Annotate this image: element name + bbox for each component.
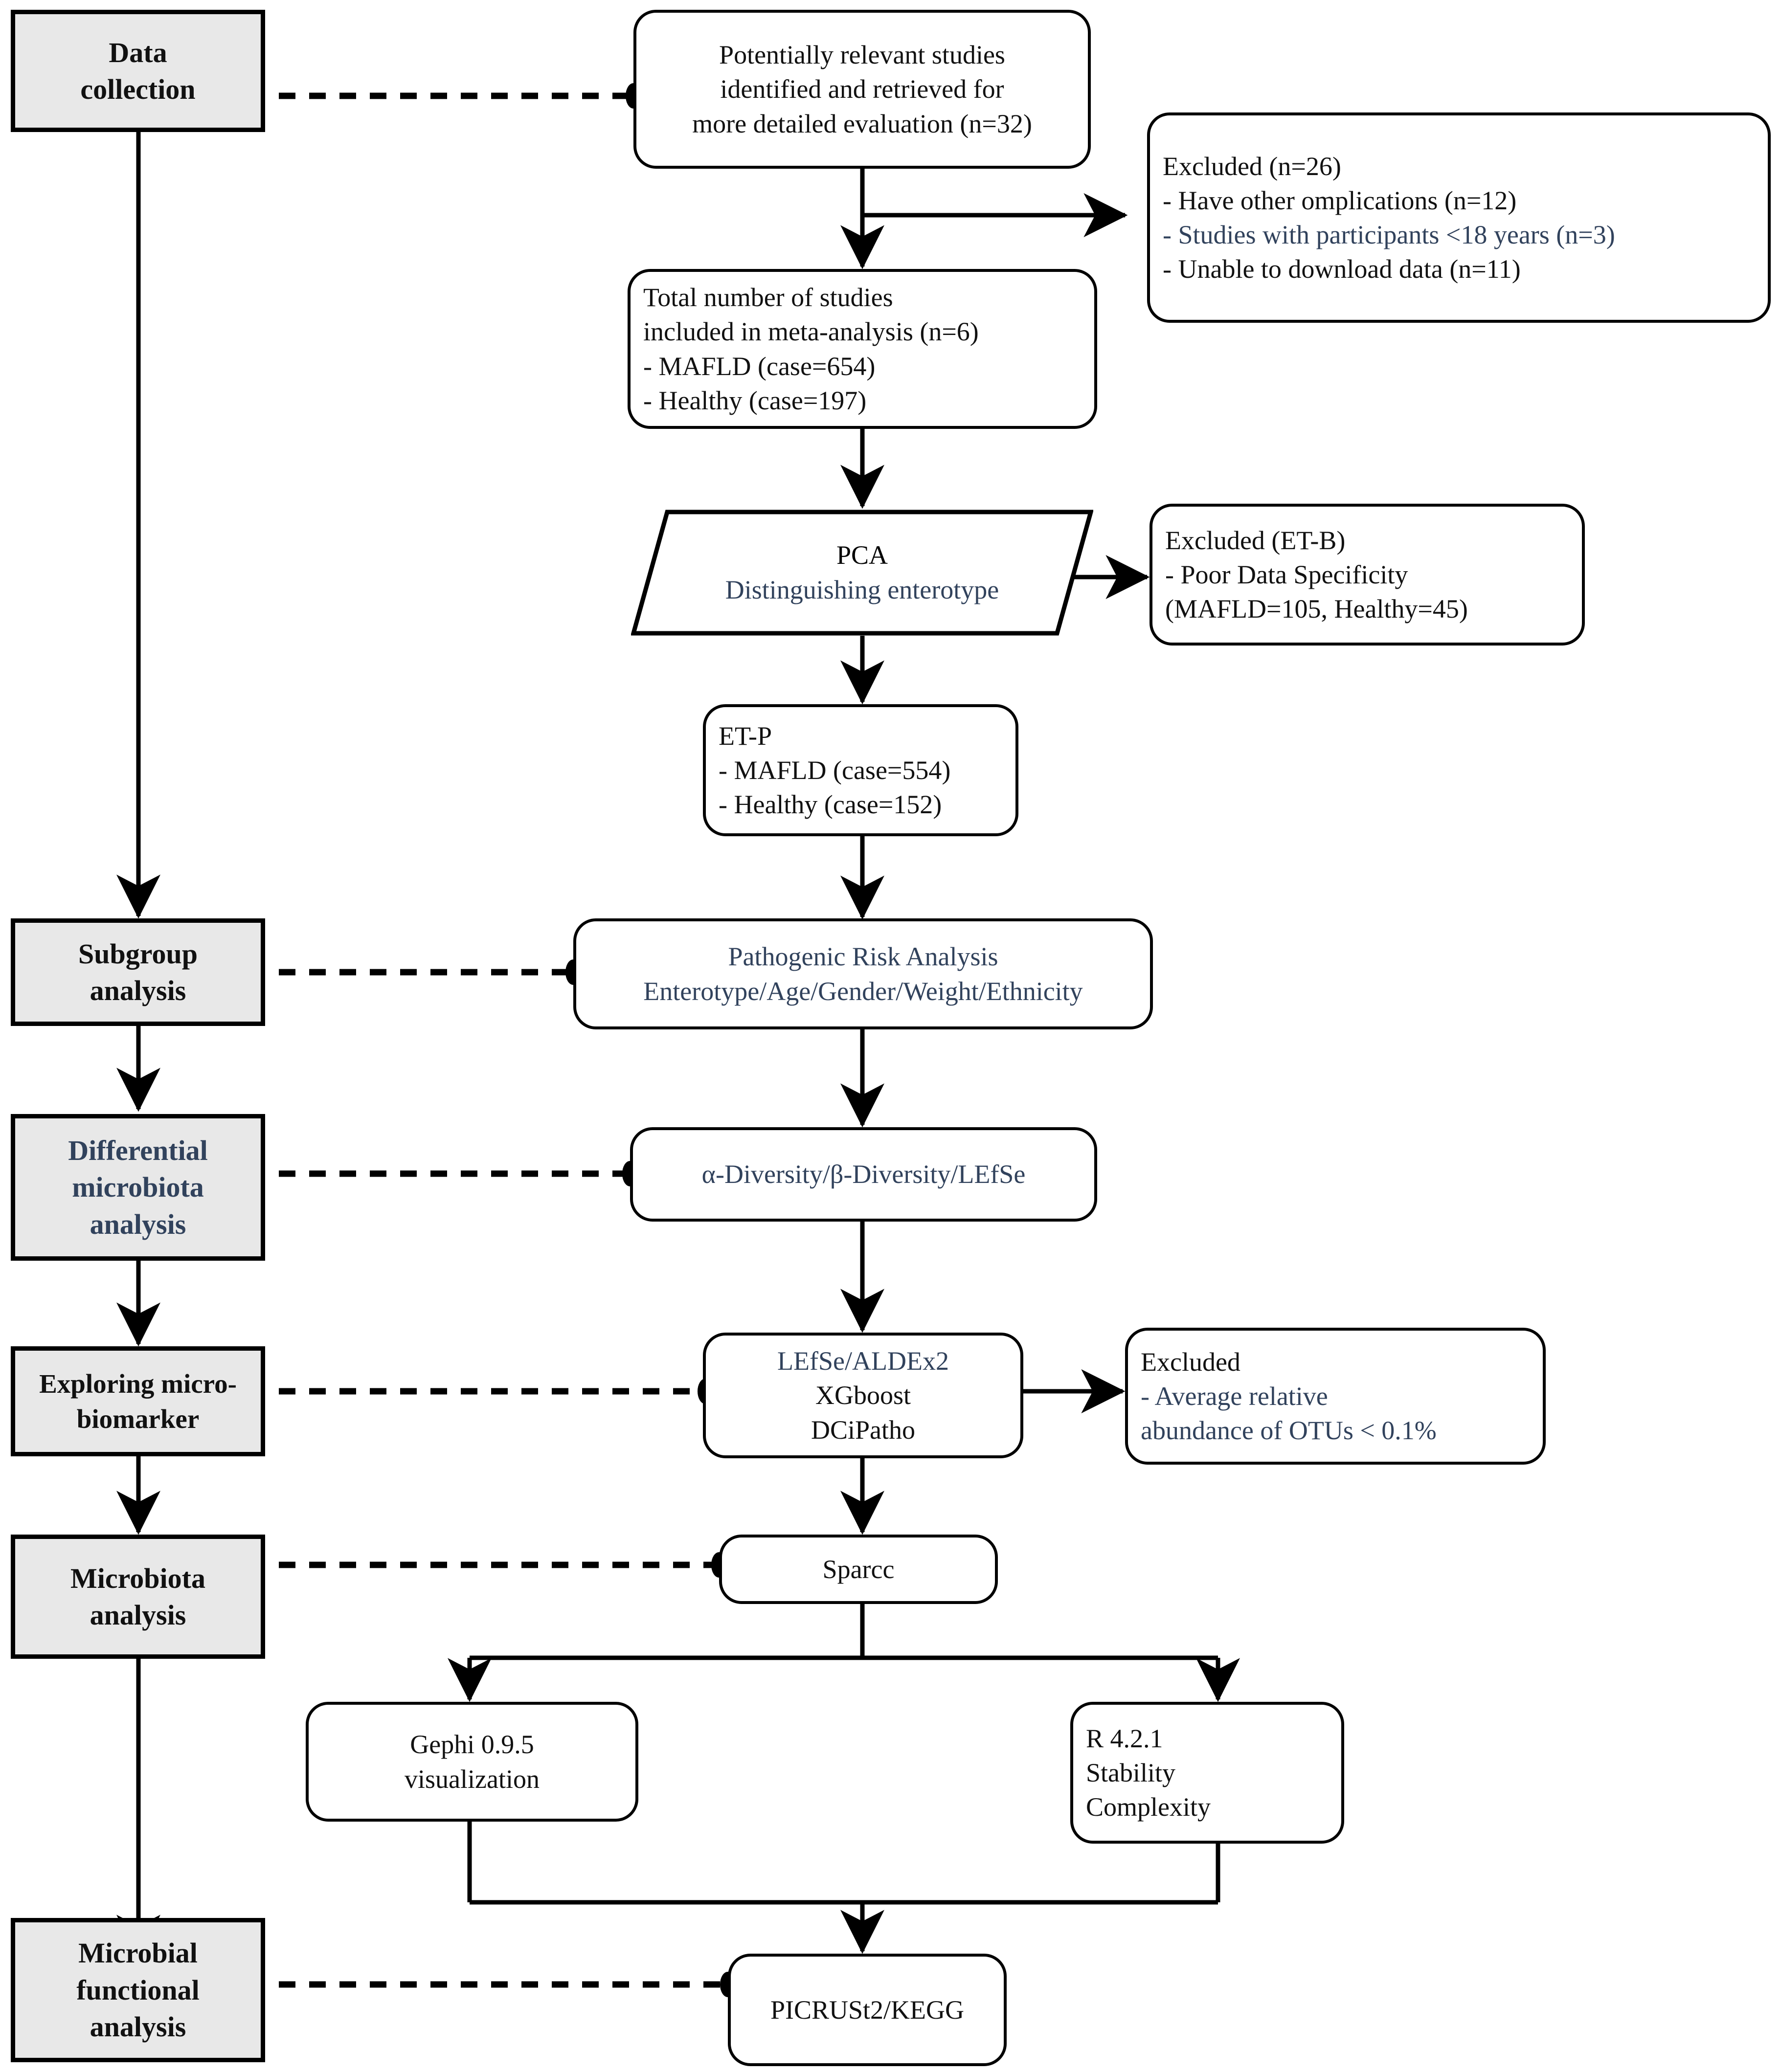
node-line: ET-P [719,721,772,751]
stage-label-line: biomarker [76,1404,200,1434]
node-line: PCA [836,540,888,570]
stage-box-exploring-micro-biomarker[interactable]: Exploring micro- biomarker [11,1346,265,1456]
node-line: Excluded (n=26) [1163,151,1341,181]
node-potentially-relevant-studies[interactable]: Potentially relevant studies identified … [633,10,1091,169]
stage-box-differential-microbiota[interactable]: Differential microbiota analysis [11,1114,265,1261]
node-line: Distinguishing enterotype [725,575,999,604]
node-line: Sparcc [822,1554,895,1584]
node-line: Stability [1086,1758,1176,1787]
node-line: included in meta-analysis (n=6) [643,317,979,347]
stage-box-subgroup-analysis[interactable]: Subgroup analysis [11,918,265,1026]
stage-label-line: analysis [90,975,186,1006]
node-line: identified and retrieved for [720,74,1004,104]
node-line: - Unable to download data (n=11) [1163,254,1521,284]
node-lefse-aldex2-xgboost-dcipatho[interactable]: LEfSe/ALDEx2 XGboost DCiPatho [703,1333,1023,1458]
node-sparcc[interactable]: Sparcc [719,1535,998,1604]
node-line: visualization [405,1764,540,1794]
node-line: - Healthy (case=152) [719,790,942,820]
node-pathogenic-risk-analysis[interactable]: Pathogenic Risk Analysis Enterotype/Age/… [573,918,1153,1029]
node-line: - Have other omplications (n=12) [1163,185,1517,215]
stage-label-line: Data [109,36,167,68]
node-line: α-Diversity/β-Diversity/LEfSe [701,1159,1026,1189]
node-line: Enterotype/Age/Gender/Weight/Ethnicity [643,976,1083,1006]
node-line: PICRUSt2/KEGG [770,1995,965,2025]
stage-label-line: Subgroup [78,937,198,970]
node-line: Excluded [1141,1347,1240,1377]
node-line: Pathogenic Risk Analysis [728,942,998,972]
node-line: Total number of studies [643,283,893,312]
node-gephi-visualization[interactable]: Gephi 0.9.5 visualization [306,1702,638,1822]
stage-box-data-collection[interactable]: Data collection [11,10,265,132]
node-diversity-lefse[interactable]: α-Diversity/β-Diversity/LEfSe [630,1127,1097,1222]
node-line: XGboost [815,1381,911,1410]
node-line: more detailed evaluation (n=32) [692,109,1032,138]
node-total-number-of-studies[interactable]: Total number of studies included in meta… [628,269,1097,429]
node-excluded-et-b[interactable]: Excluded (ET-B) - Poor Data Specificity … [1150,504,1585,646]
node-et-p[interactable]: ET-P - MAFLD (case=554) - Healthy (case=… [703,704,1018,836]
node-line: (MAFLD=105, Healthy=45) [1165,594,1468,624]
stage-box-microbiota-analysis[interactable]: Microbiota analysis [11,1535,265,1659]
stage-label-line: analysis [90,2011,186,2043]
stage-label-line: Microbial [78,1937,198,1969]
node-line: LEfSe/ALDEx2 [777,1346,949,1376]
node-line: Potentially relevant studies [719,40,1005,70]
node-line: abundance of OTUs < 0.1% [1141,1416,1437,1446]
stage-box-microbial-functional-analysis[interactable]: Microbial functional analysis [11,1918,265,2062]
stage-label-line: microbiota [72,1171,204,1203]
parallelogram-shape [631,510,1093,636]
stage-label-line: Differential [68,1134,208,1166]
node-pca-parallelogram[interactable]: PCA Distinguishing enterotype [631,510,1093,636]
node-line: Complexity [1086,1792,1211,1822]
node-picrust2-kegg[interactable]: PICRUSt2/KEGG [728,1954,1007,2066]
node-line: DCiPatho [811,1415,916,1445]
node-excluded-26[interactable]: Excluded (n=26) - Have other omplication… [1147,112,1771,323]
node-line: - Poor Data Specificity [1165,559,1408,589]
stage-label-line: collection [80,73,196,105]
stage-label-line: Microbiota [70,1562,205,1594]
node-line: - MAFLD (case=654) [643,351,876,381]
stage-label-line: Exploring micro- [39,1369,237,1399]
stage-label-line: analysis [90,1599,186,1631]
node-line: Excluded (ET-B) [1165,525,1346,555]
node-r-stability-complexity[interactable]: R 4.2.1 Stability Complexity [1070,1702,1344,1844]
stage-label-line: functional [76,1974,200,2006]
node-line: - Studies with participants <18 years (n… [1163,220,1615,249]
node-line: - Healthy (case=197) [643,385,867,415]
node-line: - Average relative [1141,1381,1328,1411]
node-line: - MAFLD (case=554) [719,755,951,785]
stage-label-line: analysis [90,1208,186,1240]
node-line: R 4.2.1 [1086,1723,1163,1753]
node-excluded-otu-abundance[interactable]: Excluded - Average relative abundance of… [1125,1328,1546,1465]
node-line: Gephi 0.9.5 [410,1730,534,1760]
